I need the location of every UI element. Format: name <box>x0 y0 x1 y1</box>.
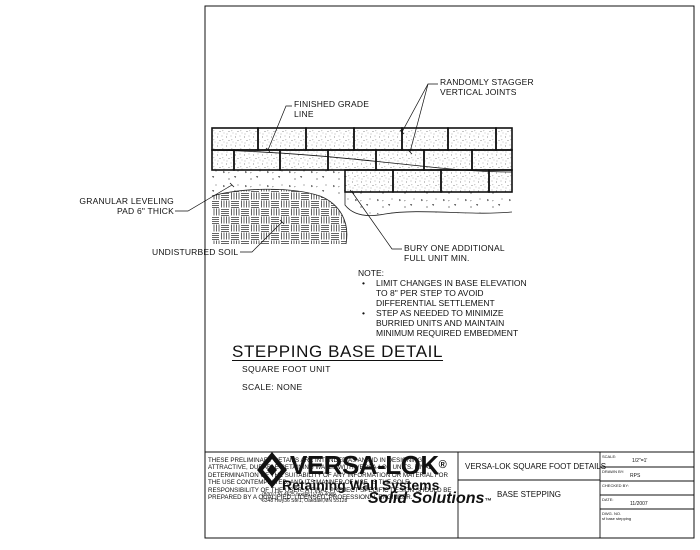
logo-tagline: Retaining Wall Systems <box>282 477 440 493</box>
logo-slogan: Solid Solutions™ <box>368 490 491 508</box>
note-heading: NOTE: <box>358 268 384 278</box>
detail-scale: SCALE: NONE <box>242 382 303 392</box>
note-item: • LIMIT CHANGES IN BASE ELEVATION TO 8" … <box>358 278 527 308</box>
label-stagger-line-2: VERTICAL JOINTS <box>440 87 517 97</box>
label-pad-line-1: GRANULAR LEVELING <box>79 196 174 206</box>
label-undisturbed-soil: UNDISTURBED SOIL <box>152 247 239 257</box>
label-pad-line-2: PAD 6" THICK <box>116 206 174 216</box>
note-list: • LIMIT CHANGES IN BASE ELEVATION TO 8" … <box>358 278 527 338</box>
versa-lok-logo-mark <box>257 452 287 488</box>
label-stagger: RANDOMLY STAGGER VERTICAL JOINTS <box>440 77 534 97</box>
label-bury: BURY ONE ADDITIONAL FULL UNIT MIN. <box>404 243 505 263</box>
retaining-wall-blocks <box>211 127 513 193</box>
field-scale-value: 1/2"=1' <box>632 458 648 464</box>
logo-contact: (800)770-4525 fax(651)770-4089 6348 Hwy3… <box>262 492 347 504</box>
logo-address: 6348 Hwy36 Ste1, Oakdale,MN 55128 <box>262 498 348 504</box>
note-item: • STEP AS NEEDED TO MINIMIZE BURRIED UNI… <box>358 308 527 338</box>
note-line: MINIMUM REQUIRED EMBEDMENT <box>376 328 519 338</box>
note-block: NOTE: • LIMIT CHANGES IN BASE ELEVATION … <box>358 268 527 338</box>
logo-tm-mark: ™ <box>484 498 492 505</box>
label-bury-line-1: BURY ONE ADDITIONAL <box>404 243 505 253</box>
field-checked-label: CHECKED BY: <box>602 483 629 488</box>
logo-brand-text: VERSA-LOK <box>290 450 439 480</box>
field-file-label: DWG. NO. <box>602 511 622 516</box>
note-line: BURRIED UNITS AND MAINTAIN <box>376 318 505 328</box>
field-file-value: sf base stepping <box>602 516 632 521</box>
logo-reg-mark: ® <box>438 459 447 471</box>
detail-title: STEPPING BASE DETAIL <box>232 342 444 361</box>
sheet-border <box>204 5 695 539</box>
note-line: TO 8" PER STEP TO AVOID <box>376 288 484 298</box>
title-block-frame <box>205 451 694 538</box>
label-grade-line-1: FINISHED GRADE <box>294 99 370 109</box>
sheet-subtitle: BASE STEPPING <box>497 490 562 499</box>
note-bullet: • <box>362 308 365 318</box>
detail-subtitle: SQUARE FOOT UNIT <box>242 364 331 374</box>
disclaimer-text: THESE PRELIMINARY DETAILS ARE INTENDED A… <box>208 457 452 502</box>
field-scale-label: SCALE: <box>602 454 617 459</box>
label-finished-grade: FINISHED GRADE LINE <box>294 99 369 119</box>
field-date-label: DATE: <box>602 497 614 502</box>
label-bury-line-2: FULL UNIT MIN. <box>404 253 470 263</box>
logo-brand: VERSA-LOK® <box>290 450 447 480</box>
label-grade-line-2: LINE <box>294 109 314 119</box>
label-stagger-line-1: RANDOMLY STAGGER <box>440 77 534 87</box>
label-leveling-pad: GRANULAR LEVELING PAD 6" THICK <box>78 196 174 216</box>
leader-lines <box>175 83 438 253</box>
field-drawn-value: RPS <box>630 473 641 479</box>
logo-slogan-text: Solid Solutions <box>368 490 485 507</box>
undisturbed-soil <box>211 188 348 245</box>
note-line: LIMIT CHANGES IN BASE ELEVATION <box>376 278 527 288</box>
finished-grade-line <box>211 149 513 173</box>
logo-phone: (800)770-4525 fax(651)770-4089 <box>262 492 336 498</box>
sheet-title: VERSA-LOK SQUARE FOOT DETAILS <box>465 462 607 471</box>
field-date-value: 11/2007 <box>630 501 648 507</box>
note-bullet: • <box>362 278 365 288</box>
field-drawn-label: DRAWN BY: <box>602 469 625 474</box>
note-line: STEP AS NEEDED TO MINIMIZE <box>376 308 504 318</box>
leader-ticks <box>229 129 413 225</box>
note-line: DIFFERENTIAL SETTLEMENT <box>376 298 495 308</box>
